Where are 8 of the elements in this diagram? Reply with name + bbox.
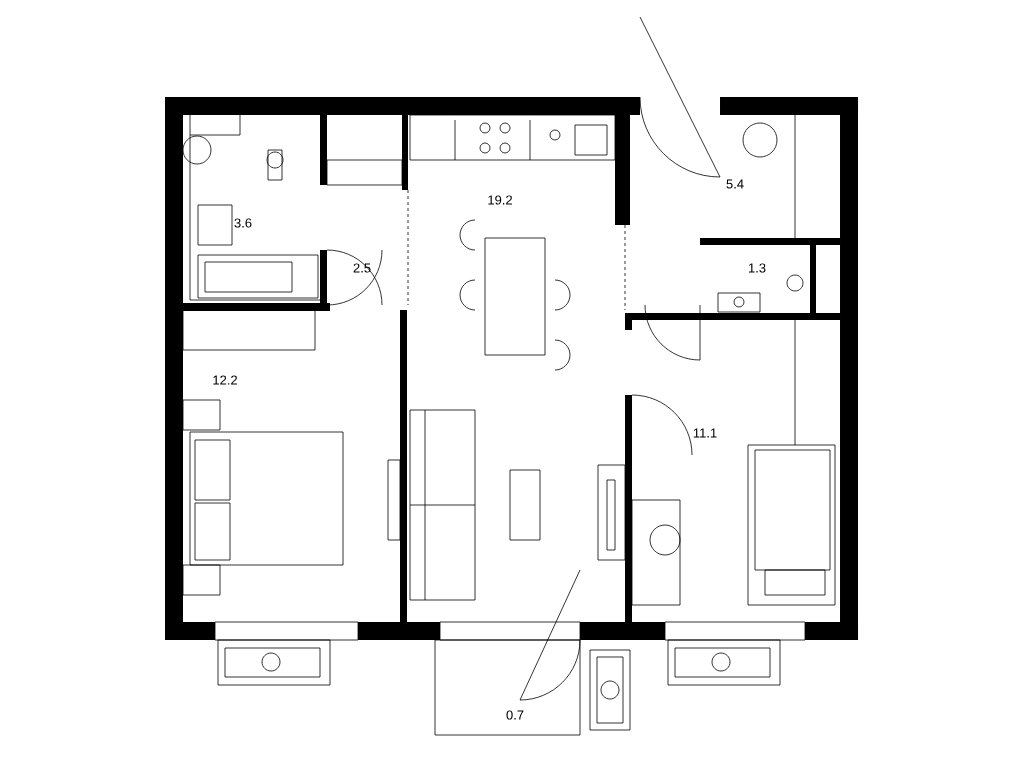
- room-area: 1.3: [748, 263, 766, 273]
- room-area: 0.7: [506, 710, 524, 720]
- room-area: 5.4: [726, 179, 744, 189]
- room-area: 2.5: [353, 263, 371, 273]
- room-area: 12.2: [213, 375, 237, 385]
- room-area: 3.6: [234, 218, 252, 228]
- room-area: 19.2: [488, 195, 512, 205]
- room-area: 11.1: [693, 428, 717, 438]
